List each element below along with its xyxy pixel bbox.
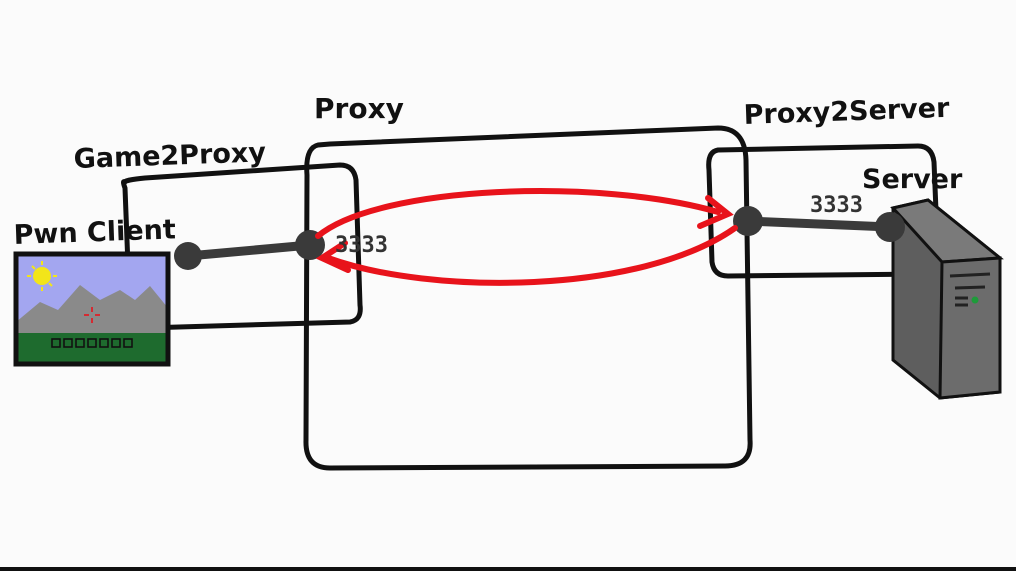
proxy-label: Proxy [314, 92, 404, 125]
pwn-client-label: Pwn Client [13, 214, 176, 251]
server-port-label: 3333 [810, 193, 863, 218]
proxy2server-label: Proxy2Server [743, 93, 950, 131]
bidirectional-arrow [315, 188, 738, 286]
game2proxy-box [121, 162, 363, 331]
server-port-node [875, 212, 905, 242]
proxy-box [303, 125, 753, 471]
server-tower-icon [890, 198, 1004, 400]
game2proxy-label: Game2Proxy [73, 137, 267, 175]
bottom-edge-bar [0, 567, 1016, 571]
client-port-node [174, 242, 202, 270]
proxy2server-port-node [733, 206, 763, 236]
game-screen-icon [13, 251, 171, 367]
proxy-server-link [743, 216, 895, 232]
proxy-port-label: 3333 [335, 233, 388, 258]
client-proxy-link [183, 240, 315, 261]
server-label: Server [862, 164, 963, 195]
